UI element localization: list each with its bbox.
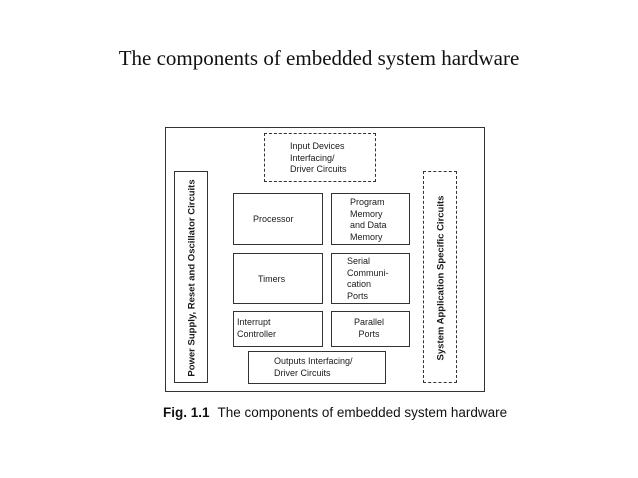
- program-memory-label: Program Memory and Data Memory: [350, 197, 387, 242]
- parallel-ports-box: Parallel Ports: [331, 311, 410, 347]
- hardware-diagram: Input Devices Interfacing/ Driver Circui…: [165, 127, 485, 392]
- outputs-label: Outputs Interfacing/ Driver Circuits: [274, 356, 353, 378]
- timers-box: Timers: [233, 253, 323, 304]
- system-specific-label: System Application Specific Circuits: [435, 195, 447, 361]
- program-memory-box: Program Memory and Data Memory: [331, 193, 410, 245]
- system-specific-box: System Application Specific Circuits: [423, 171, 457, 383]
- power-supply-label: Power Supply, Reset and Oscillator Circu…: [186, 179, 198, 377]
- interrupt-controller-box: Interrupt Controller: [233, 311, 323, 347]
- interrupt-controller-label: Interrupt Controller: [237, 317, 277, 339]
- processor-box: Processor: [233, 193, 323, 245]
- input-devices-box: Input Devices Interfacing/ Driver Circui…: [264, 133, 376, 182]
- processor-label: Processor: [253, 214, 294, 224]
- figure-label: Fig. 1.1: [163, 405, 210, 420]
- parallel-ports-label: Parallel Ports: [354, 317, 385, 339]
- outputs-box: Outputs Interfacing/ Driver Circuits: [248, 351, 386, 384]
- serial-ports-box: Serial Communi- cation Ports: [331, 253, 410, 304]
- caption-text: The components of embedded system hardwa…: [217, 405, 508, 420]
- timers-label: Timers: [258, 274, 286, 284]
- power-supply-box: Power Supply, Reset and Oscillator Circu…: [174, 171, 208, 383]
- input-devices-label: Input Devices Interfacing/ Driver Circui…: [290, 141, 347, 174]
- figure-caption: Fig. 1.1 The components of embedded syste…: [163, 405, 507, 420]
- serial-ports-label: Serial Communi- cation Ports: [347, 256, 389, 301]
- slide-title: The components of embedded system hardwa…: [118, 46, 520, 70]
